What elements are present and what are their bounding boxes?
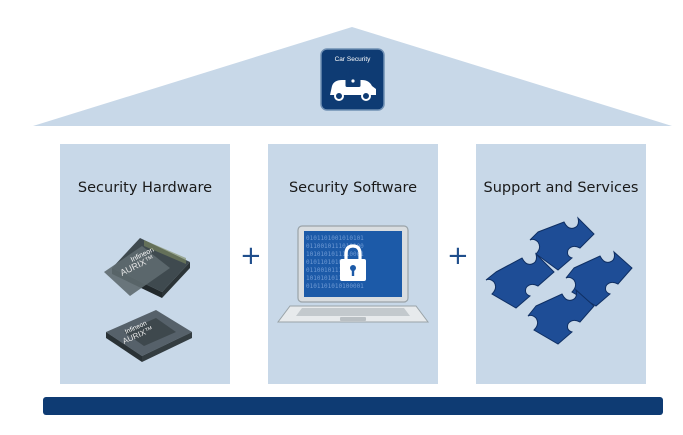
screen-text: 0101101001010101 0110010111010100 101010…: [306, 235, 367, 290]
plus-operator: +: [240, 241, 262, 271]
plus-operator: +: [447, 241, 469, 271]
foundation-bar: [43, 397, 663, 415]
pillar-title: Support and Services: [483, 180, 639, 196]
lock-icon: [345, 65, 361, 87]
badge-label: Car Security: [335, 56, 372, 63]
pillar-title: Security Software: [288, 180, 418, 196]
car-icon: [330, 80, 376, 101]
pillar-title: Security Hardware: [77, 180, 213, 196]
pillar-security-software: Security Software 0101101001010101 01100…: [268, 144, 438, 384]
pillar-security-hardware: Security Hardware Infineon AURIX™ Infine…: [60, 144, 230, 384]
car-security-badge: Car Security: [320, 48, 385, 111]
puzzle-icon: [485, 216, 633, 345]
pillar-support-and-services: Support and Services: [476, 144, 646, 384]
chip-icon: Infineon AURIX™ Infineon AURIX™: [104, 238, 192, 362]
laptop-lock-icon: 0101101001010101 0110010111010100 101010…: [277, 225, 429, 323]
